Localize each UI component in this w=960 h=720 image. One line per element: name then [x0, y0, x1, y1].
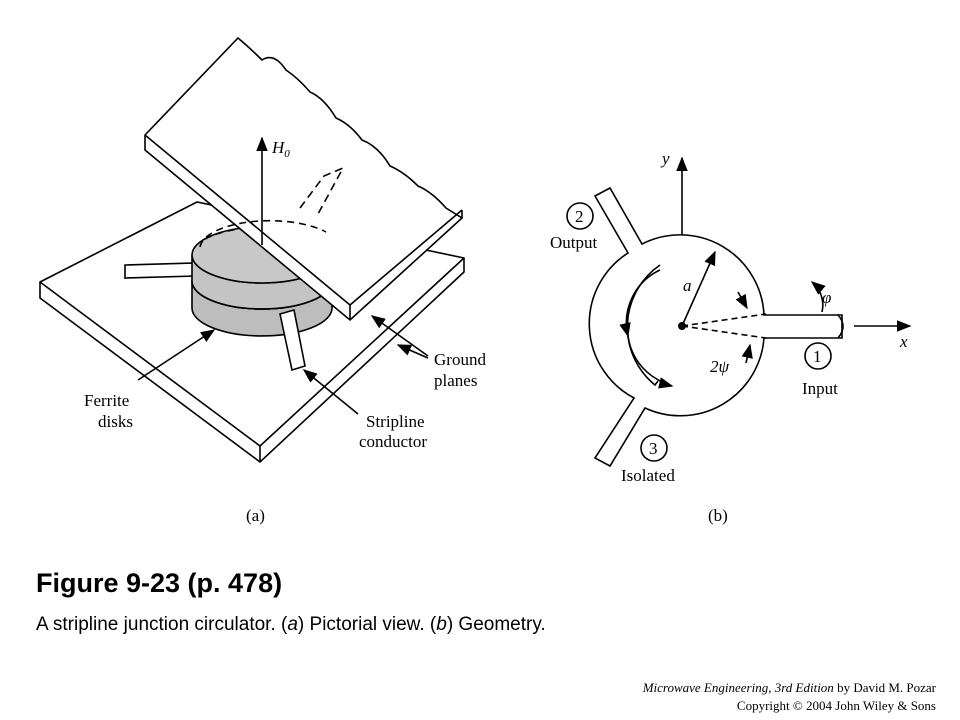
book-credit: Microwave Engineering, 3rd Edition by Da…: [642, 680, 936, 695]
radius-label: a: [683, 276, 692, 295]
port1-number: 1: [813, 347, 822, 366]
port2-name: Output: [550, 233, 598, 252]
top-ground-plane: [144, 36, 464, 322]
stripline-conductor-label-1: Stripline: [366, 412, 425, 431]
ground-planes-label-1: Ground: [434, 350, 486, 369]
figure-title: Figure 9-23 (p. 478): [36, 568, 283, 598]
front-stripline-arm: [279, 308, 306, 372]
copyright-notice: Copyright © 2004 John Wiley & Sons: [736, 698, 936, 713]
panel-b-geometry: [566, 156, 912, 468]
port1-name: Input: [802, 379, 838, 398]
ground-planes-label-2: planes: [434, 371, 477, 390]
panel-a-labels: H0 Ground planes Ferrite disks Stripline…: [84, 138, 486, 525]
port2-number: 2: [575, 207, 584, 226]
ferrite-disks-label-2: disks: [98, 412, 133, 431]
stripline-conductor-label-2: conductor: [359, 432, 427, 451]
port3-name: Isolated: [621, 466, 675, 485]
port3-number: 3: [649, 439, 658, 458]
circulator-figure: H0 Ground planes Ferrite disks Stripline…: [39, 36, 912, 525]
ferrite-disks-label-1: Ferrite: [84, 391, 129, 410]
panel-b-labels: y x a φ 2ψ 2 Output 1 Input 3 Isolated (…: [550, 149, 908, 525]
panel-b-label: (b): [708, 506, 728, 525]
h0-label: H0: [271, 138, 290, 160]
panel-a-pictorial: [39, 36, 465, 464]
x-axis-label: x: [899, 332, 908, 351]
phi-label: φ: [822, 288, 831, 307]
figure-caption: A stripline junction circulator. (a) Pic…: [36, 614, 546, 635]
panel-a-label: (a): [246, 506, 265, 525]
y-axis-label: y: [660, 149, 670, 168]
two-psi-label: 2ψ: [710, 357, 730, 376]
junction-outline: [588, 186, 843, 468]
left-stripline-arm: [124, 262, 197, 279]
